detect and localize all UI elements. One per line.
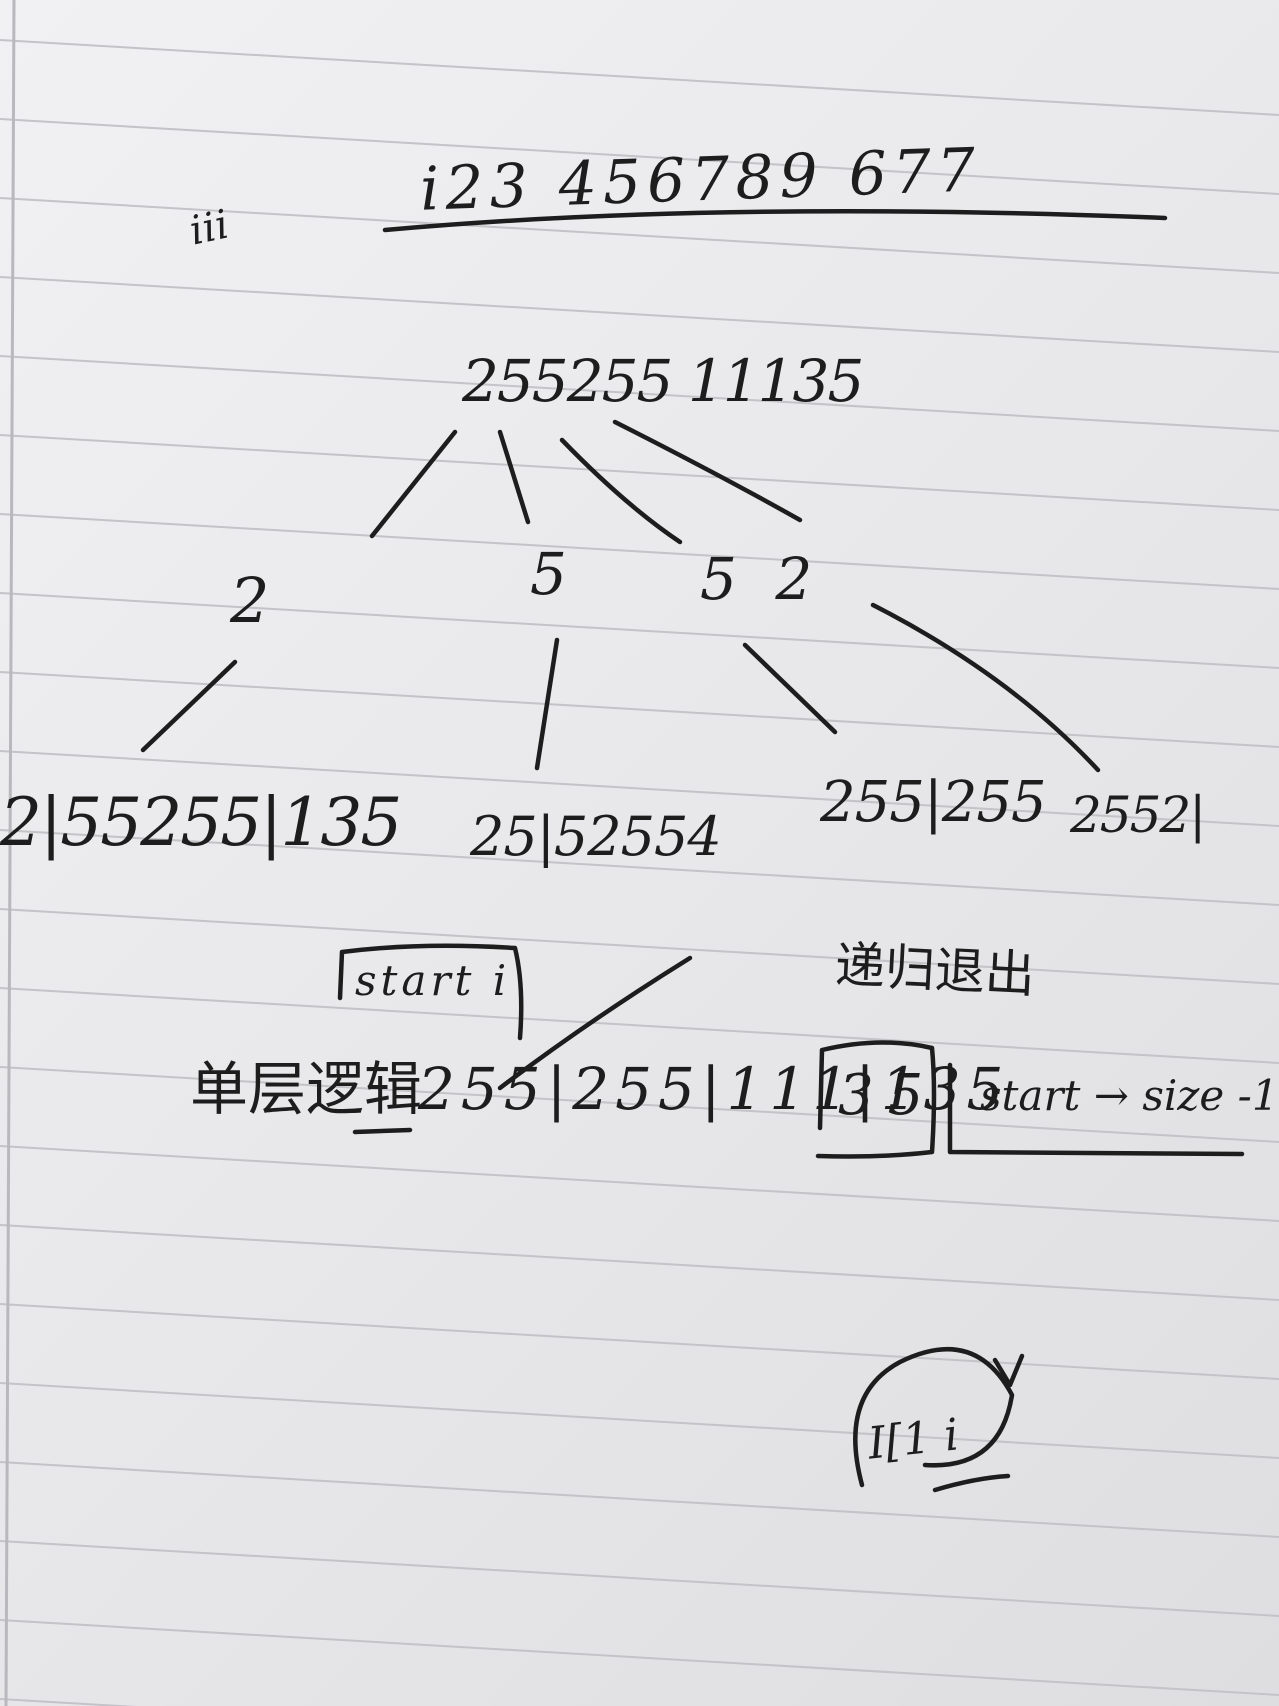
bottom-row-range: start → size -1 (980, 1071, 1279, 1120)
rule-line (0, 434, 1279, 511)
loop-arrow (853, 1347, 1015, 1488)
rule-line (0, 750, 1279, 827)
annotation-right: 递归退出 (833, 935, 1037, 1005)
page-edge (4, 0, 16, 1706)
branch-root-mid (497, 429, 531, 525)
start-i-box (337, 943, 524, 1041)
tree-node-2: 2 (230, 564, 270, 637)
rule-line (0, 1540, 1279, 1617)
rule-line (0, 592, 1279, 669)
branch-5-leaf (534, 637, 560, 771)
rule-line (0, 39, 1279, 116)
top-sequence: i23 456789 677 (418, 135, 983, 225)
rule-line (0, 118, 1279, 195)
rule-line (0, 829, 1279, 906)
tree-leaf-3: 255|255 (820, 770, 1047, 835)
branch-5b-leaf (742, 642, 838, 735)
bottom-row-label: 单层逻辑 (190, 1055, 423, 1123)
boxed-35 (815, 1040, 937, 1159)
tree-leaf-1: 2|55255|135 (0, 784, 402, 861)
label-underline (352, 1127, 413, 1135)
bottom-row-sequence: 255|255|111|135 (418, 1055, 1010, 1123)
branch-root-left (369, 429, 458, 539)
rule-line (0, 513, 1279, 590)
tree-leaf-4: 2552| (1070, 786, 1206, 844)
rule-line (0, 908, 1279, 985)
branch-2-leaf (140, 659, 238, 753)
rule-line (0, 197, 1279, 274)
bottom-row-boxed: 35 (838, 1063, 938, 1128)
rule-line (0, 1145, 1279, 1222)
tree-node-5-2: 5 2 (700, 545, 823, 613)
tree-root: 255255 11135 (462, 347, 864, 415)
tree-node-5: 5 (530, 540, 567, 608)
rule-line (0, 1461, 1279, 1538)
loop-underline (932, 1473, 1011, 1493)
branch-root-right2 (612, 419, 803, 523)
strike-through-line (497, 955, 693, 1091)
top-sequence-underline (382, 209, 1168, 233)
loop-arrow-head (992, 1353, 1025, 1388)
branch-2b-leaf (870, 602, 1101, 773)
rule-line (0, 1619, 1279, 1696)
rule-line (0, 987, 1279, 1064)
range-bracket (947, 1062, 1245, 1157)
rule-line (0, 1303, 1279, 1380)
tree-leaf-2: 25|52554 (470, 805, 722, 868)
rule-line (0, 355, 1279, 432)
loop-mark: I[1 i (865, 1409, 961, 1470)
rule-line (0, 1066, 1279, 1143)
annotation-start-i: start i (355, 956, 511, 1005)
rule-line (0, 1382, 1279, 1459)
rule-line (0, 1224, 1279, 1301)
branch-root-right1 (559, 437, 683, 545)
rule-line (0, 276, 1279, 353)
corner-mark: ⅲ (185, 201, 233, 255)
